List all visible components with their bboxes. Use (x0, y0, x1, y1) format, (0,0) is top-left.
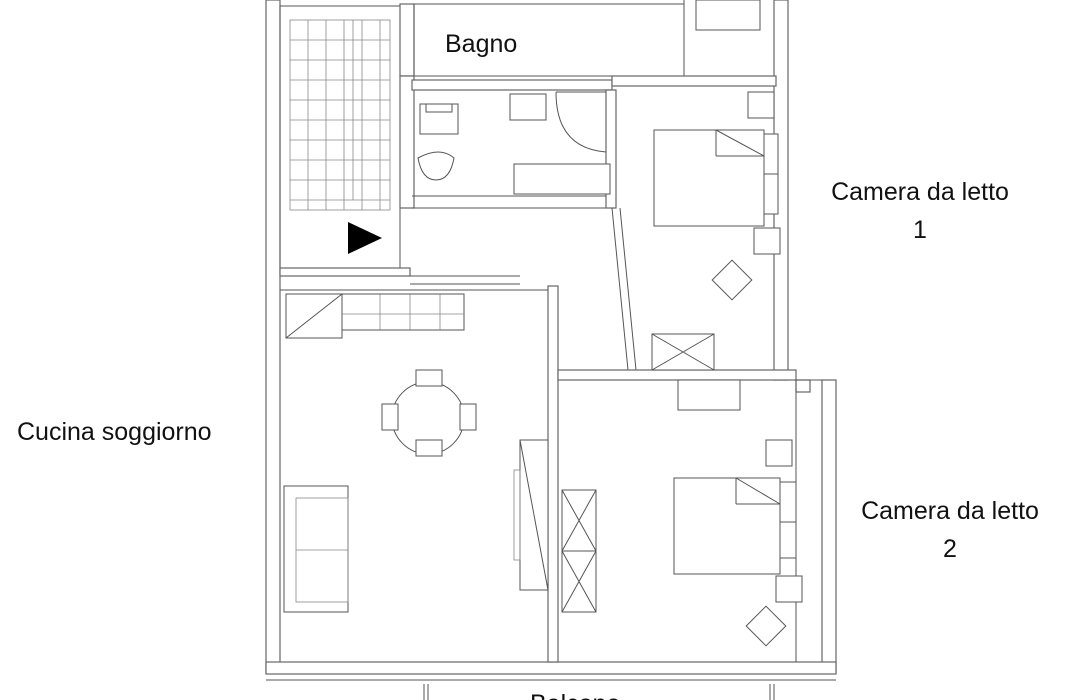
label-balcony: Balcone (530, 690, 620, 700)
kitchen-living-furniture (283, 293, 549, 613)
label-bathroom: Bagno (445, 30, 517, 58)
bathroom-fixtures (417, 91, 611, 195)
label-bedroom-1-line1: Camera da letto (831, 178, 1009, 206)
staircase (279, 5, 401, 269)
entrance-arrow-icon (348, 222, 382, 254)
bed-1 (653, 129, 765, 227)
label-bedroom-2-line2: 2 (943, 535, 957, 563)
bedroom-1-furniture (651, 91, 781, 371)
bed-2 (673, 477, 781, 575)
sofa (283, 485, 349, 613)
balcony (266, 679, 836, 700)
label-kitchen-living: Cucina soggiorno (17, 418, 212, 446)
bedroom-2-furniture (561, 379, 803, 647)
label-bedroom-1-line2: 1 (913, 216, 927, 244)
label-bedroom-2-line1: Camera da letto (861, 497, 1039, 525)
